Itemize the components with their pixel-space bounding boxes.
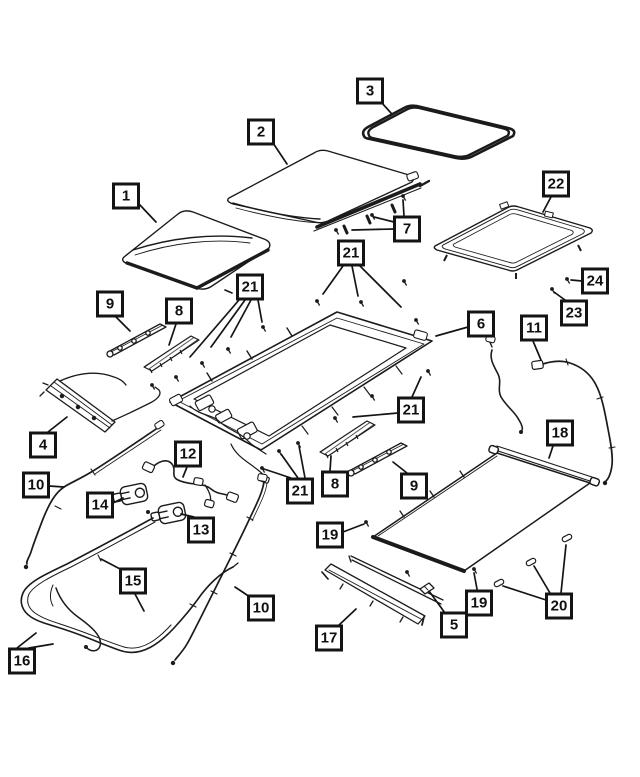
callout-21[interactable]: 21 [236, 273, 264, 301]
callout-17[interactable]: 17 [315, 624, 343, 652]
callout-1[interactable]: 1 [112, 182, 140, 210]
callout-21[interactable]: 21 [397, 396, 425, 424]
callout-9[interactable]: 9 [400, 472, 428, 500]
callout-20[interactable]: 20 [545, 592, 573, 620]
callout-10[interactable]: 10 [247, 594, 275, 622]
callout-24[interactable]: 24 [581, 267, 609, 295]
callout-19[interactable]: 19 [316, 521, 344, 549]
callout-11[interactable]: 11 [520, 314, 548, 342]
callout-18[interactable]: 18 [546, 419, 574, 447]
callout-7[interactable]: 7 [393, 215, 421, 243]
callout-14[interactable]: 14 [86, 491, 114, 519]
callout-8[interactable]: 8 [321, 470, 349, 498]
callout-9[interactable]: 9 [96, 290, 124, 318]
callout-21[interactable]: 21 [286, 477, 314, 505]
callout-12[interactable]: 12 [174, 440, 202, 468]
callout-6[interactable]: 6 [467, 310, 495, 338]
callout-16[interactable]: 16 [8, 647, 36, 675]
callout-8[interactable]: 8 [165, 297, 193, 325]
callout-21[interactable]: 21 [337, 239, 365, 267]
callout-3[interactable]: 3 [356, 77, 384, 105]
callout-13[interactable]: 13 [187, 516, 215, 544]
callout-22[interactable]: 22 [542, 170, 570, 198]
callout-4[interactable]: 4 [29, 431, 57, 459]
callout-15[interactable]: 15 [119, 567, 147, 595]
callout-10[interactable]: 10 [22, 471, 50, 499]
callout-2[interactable]: 2 [247, 118, 275, 146]
callout-19[interactable]: 19 [465, 589, 493, 617]
callout-23[interactable]: 23 [560, 299, 588, 327]
callout-5[interactable]: 5 [440, 611, 468, 639]
